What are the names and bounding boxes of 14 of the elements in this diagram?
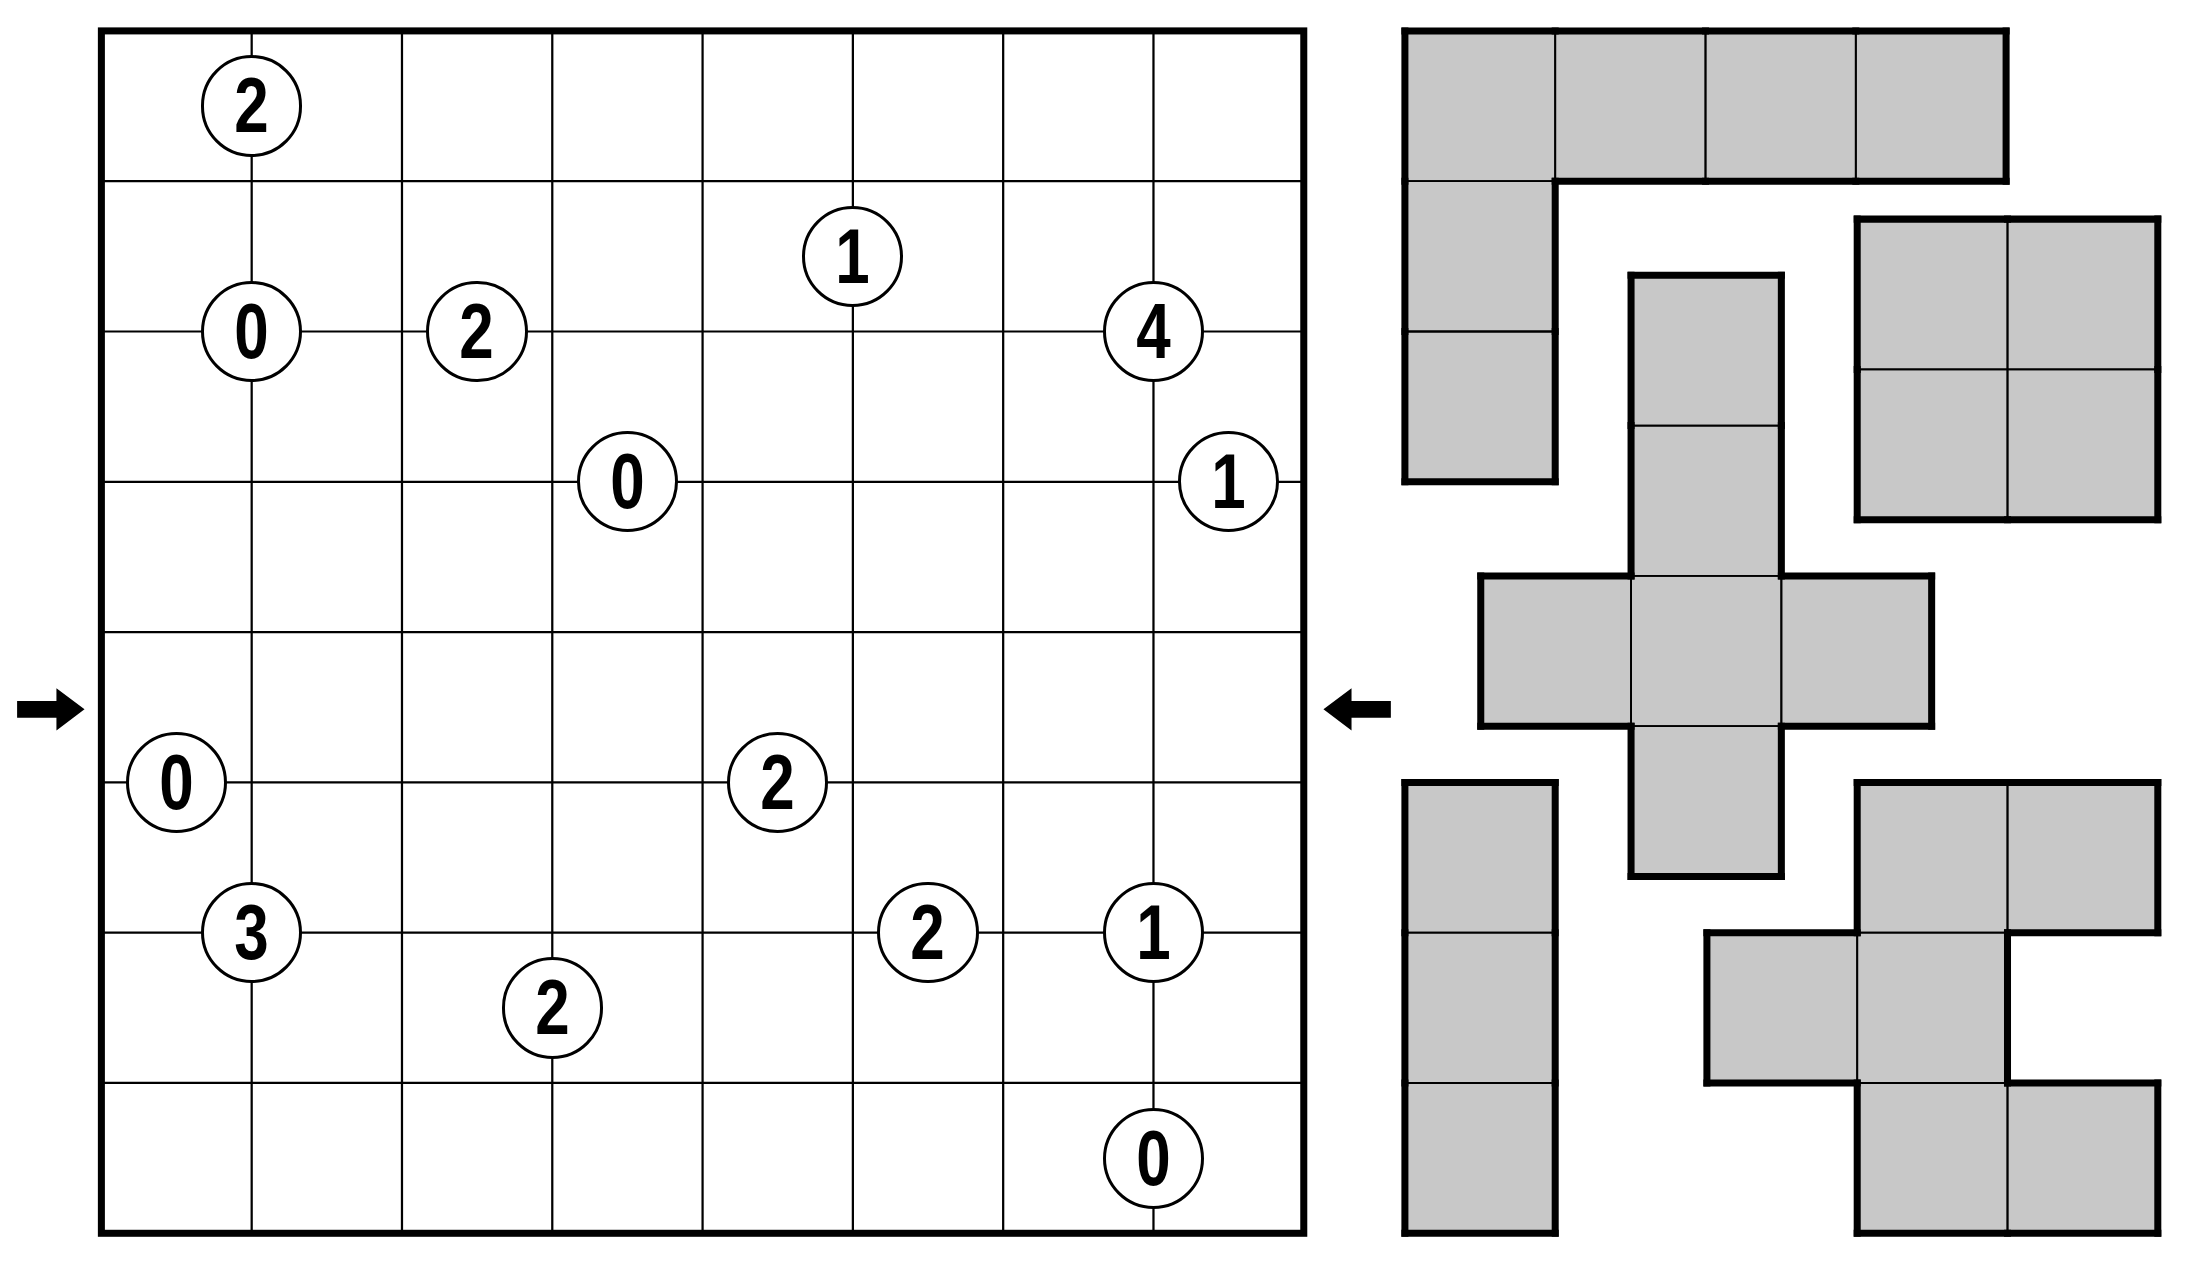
- clue-number: 1: [1136, 894, 1171, 972]
- clue-number: 3: [234, 894, 269, 972]
- clue-number: 2: [234, 67, 269, 145]
- clue-number: 1: [835, 217, 871, 296]
- clue-number: 0: [610, 443, 645, 521]
- clue-number: 2: [459, 292, 495, 371]
- clue-number: 1: [1211, 443, 1246, 521]
- clue-number: 0: [159, 743, 194, 822]
- clue-number: 0: [1136, 1119, 1171, 1198]
- clue-number: 0: [234, 292, 269, 371]
- clue-number: 2: [534, 969, 570, 1047]
- clue-number: 2: [760, 743, 795, 822]
- clue-number: 4: [1136, 292, 1171, 371]
- clue-number: 2: [910, 894, 946, 972]
